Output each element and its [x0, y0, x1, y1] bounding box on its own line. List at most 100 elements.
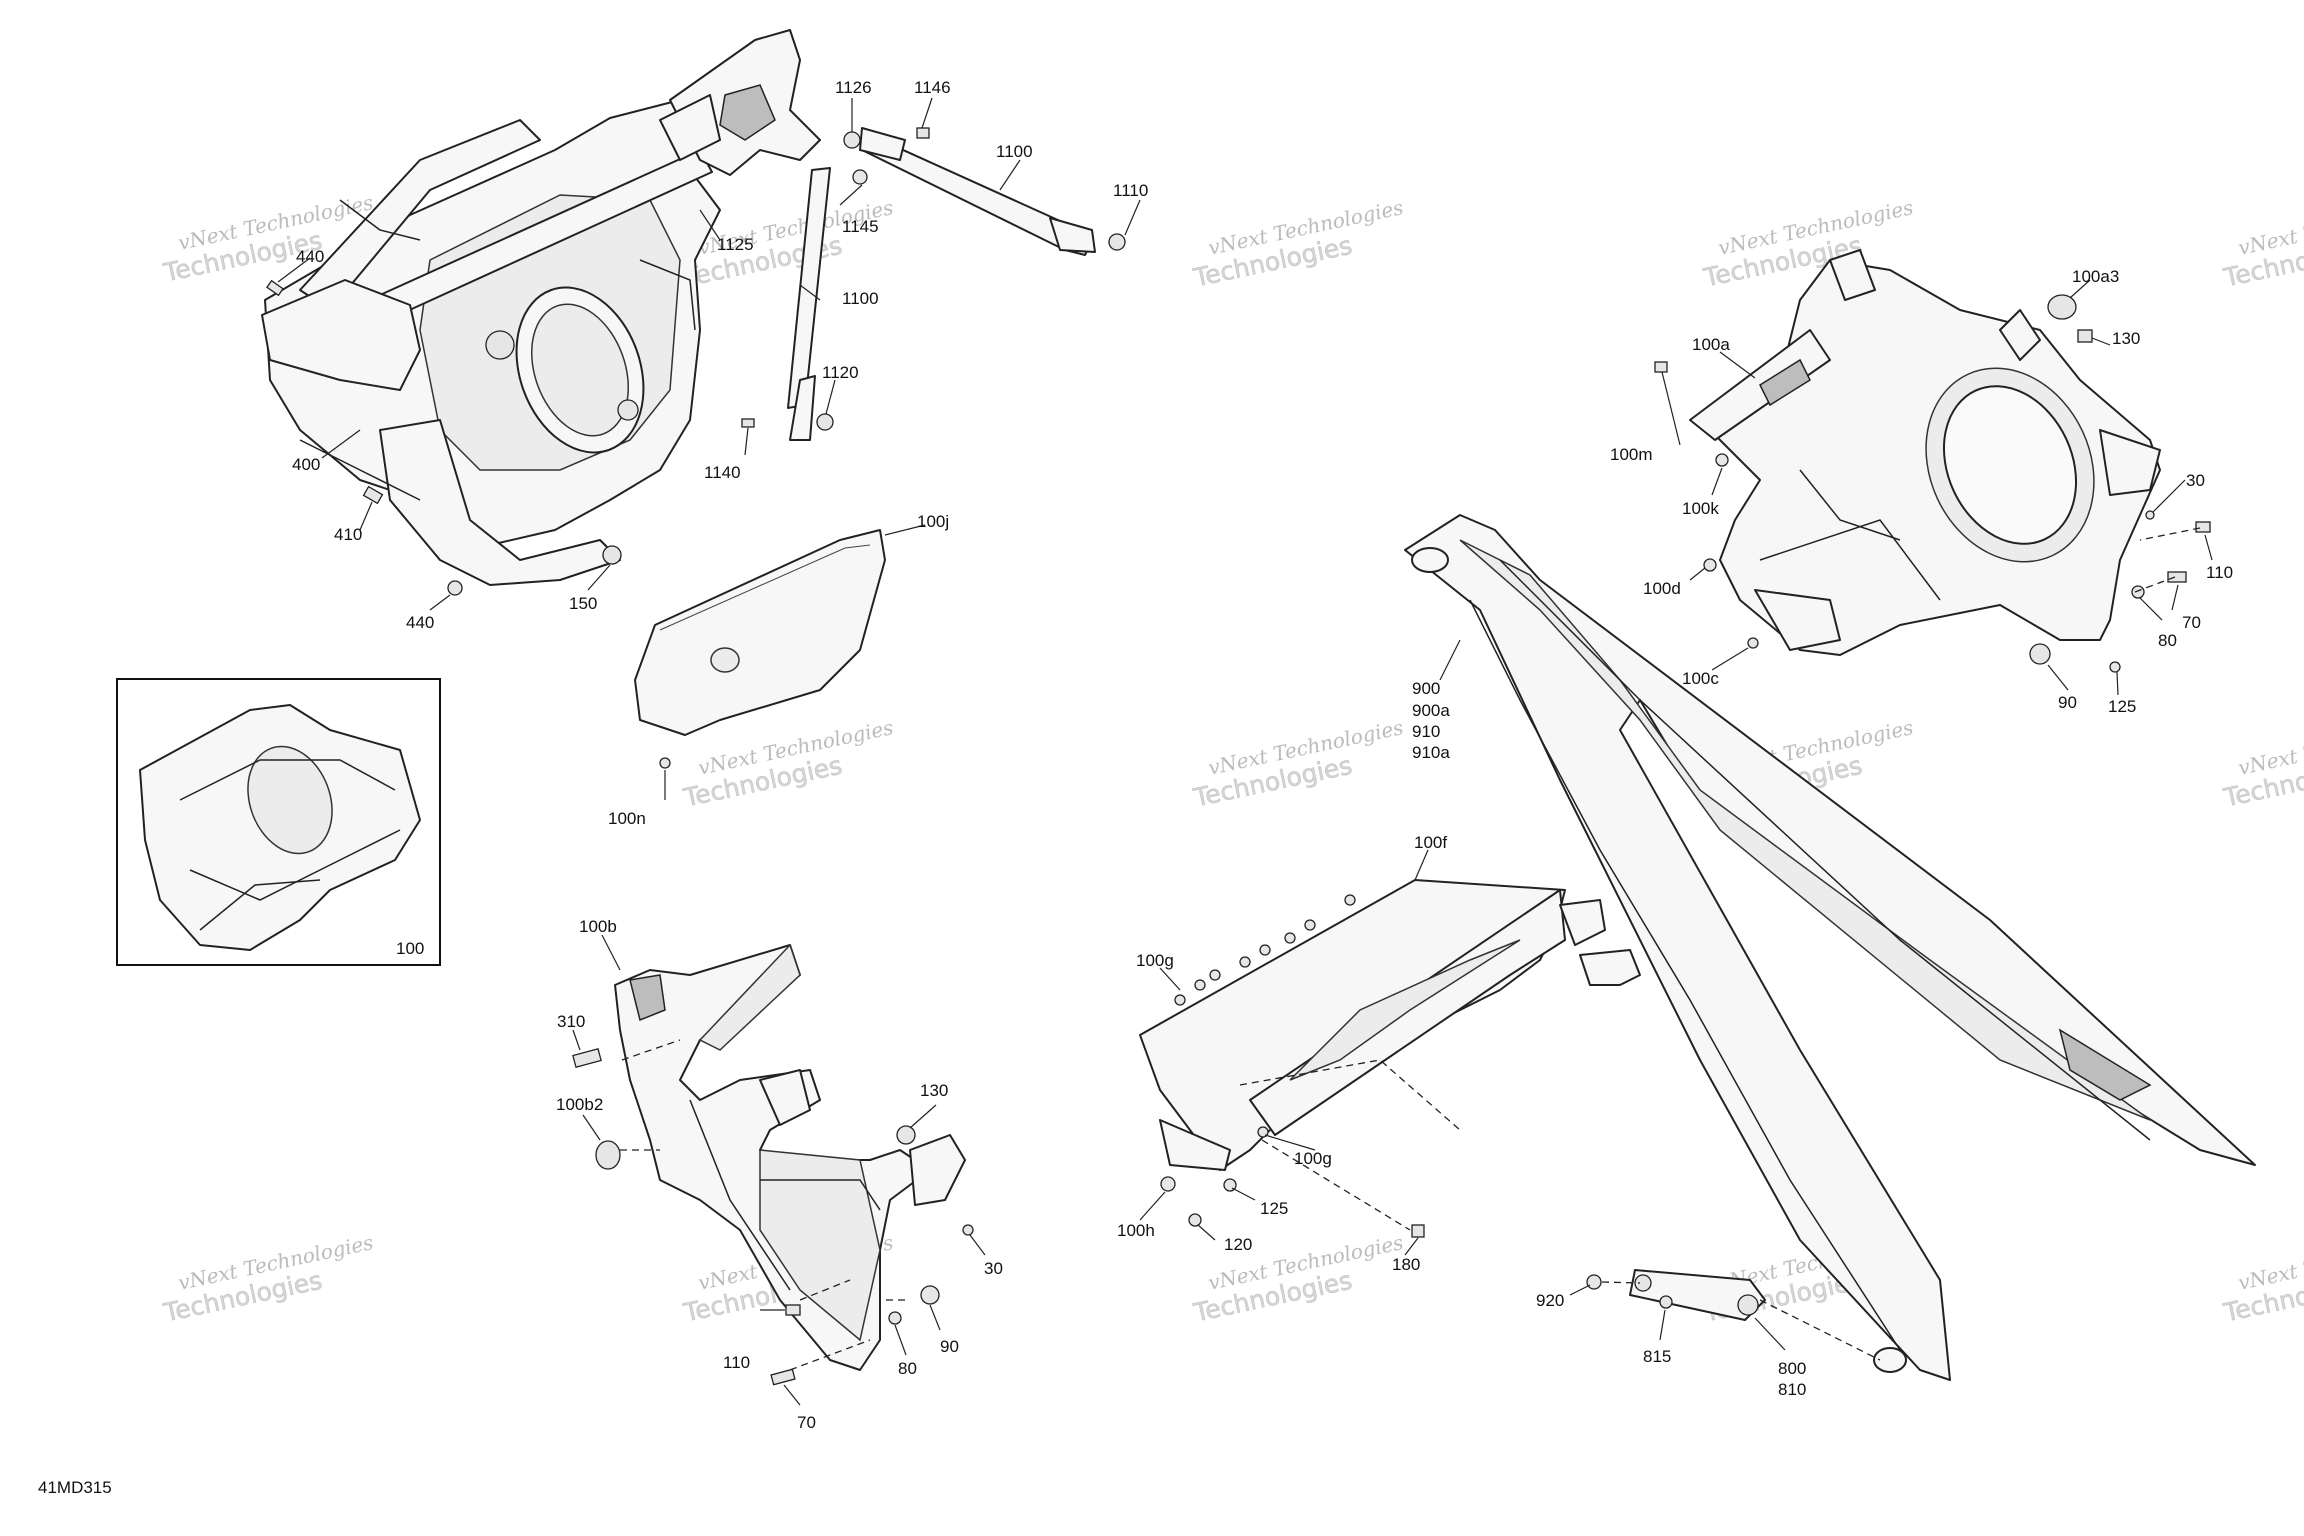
- rear-frame-right-bracket: [2099, 429, 2161, 496]
- mount-plate-tab: [1559, 899, 1606, 946]
- callout-100b: 100b: [579, 917, 617, 936]
- nut-1110: [1108, 233, 1126, 251]
- callout-100g: 100g: [1294, 1149, 1332, 1168]
- bolt-1140: [741, 418, 755, 428]
- watermark: vNext Technologies Technologies: [1190, 715, 1405, 813]
- roof-rail-body: [1404, 514, 2256, 1381]
- roof-rail-900: [1404, 514, 2256, 1381]
- callout-100a3: 100a3: [2072, 267, 2119, 286]
- roof-rail-hinge: [1411, 547, 1449, 573]
- rear-frame-assembly: [1654, 249, 2211, 673]
- bushing-100a3: [2047, 294, 2077, 320]
- callout-410: 410: [334, 525, 362, 544]
- bolt-100h: [1160, 1176, 1176, 1192]
- callout-125: 125: [2108, 697, 2136, 716]
- skid-plate-hole: [710, 647, 740, 673]
- rear-frame-post: [1829, 249, 1876, 301]
- watermark: vNext Technologies Technologies: [2220, 715, 2304, 813]
- side-frame-boss: [629, 974, 666, 1022]
- strut-end: [789, 375, 816, 441]
- watermark: vNext Technologies Technologies: [680, 715, 895, 813]
- skid-plate-100j: [634, 524, 926, 800]
- nut-90a: [2029, 643, 2051, 665]
- mount-plate-web: [1289, 939, 1521, 1081]
- callout-440: 440: [296, 247, 324, 266]
- callout-100k: 100k: [1682, 499, 1719, 518]
- leaders-top-left: [277, 97, 1141, 611]
- bolt-815: [1659, 1295, 1673, 1309]
- roof-rail-edge: [1499, 559, 2151, 1141]
- rear-frame-arm-shade: [1759, 358, 1811, 407]
- callout-150: 150: [569, 594, 597, 613]
- callout-70: 70: [2182, 613, 2201, 632]
- callout-130: 130: [920, 1081, 948, 1100]
- leaders-middle: [1139, 849, 1429, 1256]
- roof-rail-hinge: [1873, 1347, 1907, 1373]
- rivet-100n: [659, 757, 671, 769]
- left-side-plate: [261, 279, 421, 391]
- watermark: vNext Technologies Technologies: [2220, 195, 2304, 293]
- frame-edge: [339, 199, 421, 241]
- bolt-310: [572, 1048, 602, 1068]
- callout-110: 110: [2206, 563, 2233, 582]
- rear-frame-edge: [1759, 519, 1941, 601]
- callout-90: 90: [940, 1337, 959, 1356]
- callout-125: 125: [1260, 1199, 1288, 1218]
- bolt-120: [1188, 1213, 1202, 1227]
- bolt-180: [1411, 1224, 1425, 1238]
- callout-910: 910: [1412, 722, 1440, 741]
- callout-900a: 900a: [1412, 701, 1450, 720]
- inset-opening: [247, 745, 333, 855]
- callout-100d: 100d: [1643, 579, 1681, 598]
- callout-810: 810: [1778, 1380, 1806, 1399]
- bolt-100c: [1747, 637, 1759, 649]
- callout-400: 400: [292, 455, 320, 474]
- callout-100b2: 100b2: [556, 1095, 603, 1114]
- washer-80a: [2131, 585, 2145, 599]
- watermark: vNext Technologies Technologies: [2220, 1230, 2304, 1328]
- roof-rail-inner: [1459, 539, 2151, 1121]
- inset-label: 100: [396, 939, 424, 958]
- callout-900: 900: [1412, 679, 1440, 698]
- bolt-110a: [2195, 521, 2211, 533]
- bolt-440: [266, 279, 284, 297]
- bolt-1146: [916, 127, 930, 139]
- callout-110: 110: [723, 1353, 750, 1372]
- frame-boss: [485, 330, 515, 360]
- link-pivot: [1634, 1274, 1652, 1292]
- bolt-70b: [770, 1368, 796, 1386]
- front-frame-assembly: [261, 29, 821, 586]
- roof-rail-edge: [1469, 599, 1901, 1351]
- clip-30a: [2145, 510, 2155, 520]
- motor-housing: [1579, 949, 1641, 986]
- callout-100j: 100j: [917, 512, 949, 531]
- nut-100g: [1257, 1126, 1269, 1138]
- nut-920: [1586, 1274, 1602, 1290]
- callout-180: 180: [1392, 1255, 1420, 1274]
- callout-100c: 100c: [1682, 669, 1719, 688]
- side-frame-floor: [759, 1149, 881, 1342]
- top-mount-detail: [719, 84, 776, 141]
- callout-120: 120: [1224, 1235, 1252, 1254]
- callout-1145: 1145: [842, 217, 879, 236]
- callout-1140: 1140: [704, 463, 741, 482]
- callout-30: 30: [2186, 471, 2205, 490]
- callout-1100: 1100: [996, 142, 1033, 161]
- callout-labels: 1126 1146 1100 1110 440 1125 1145 1100 1…: [292, 78, 2233, 1432]
- rear-frame-opening-inner: [1942, 385, 2078, 545]
- watermark: vNext Technologies Technologies: [1190, 1230, 1405, 1328]
- callout-440: 440: [406, 613, 434, 632]
- strut-1100-upper: [859, 127, 1096, 256]
- callout-100n: 100n: [608, 809, 646, 828]
- leaders-rail: [1439, 639, 1786, 1351]
- nut-100d: [1703, 558, 1717, 572]
- bolt-410: [362, 485, 384, 505]
- nut-130b: [896, 1125, 916, 1145]
- strut-1100-lower: [787, 167, 831, 441]
- roof-rail-shade: [2058, 1028, 2152, 1101]
- leaders-bottom-left: [572, 934, 986, 1406]
- mount-plate-100f: [1139, 879, 1641, 1238]
- callout-80: 80: [898, 1359, 917, 1378]
- callout-30: 30: [984, 1259, 1003, 1278]
